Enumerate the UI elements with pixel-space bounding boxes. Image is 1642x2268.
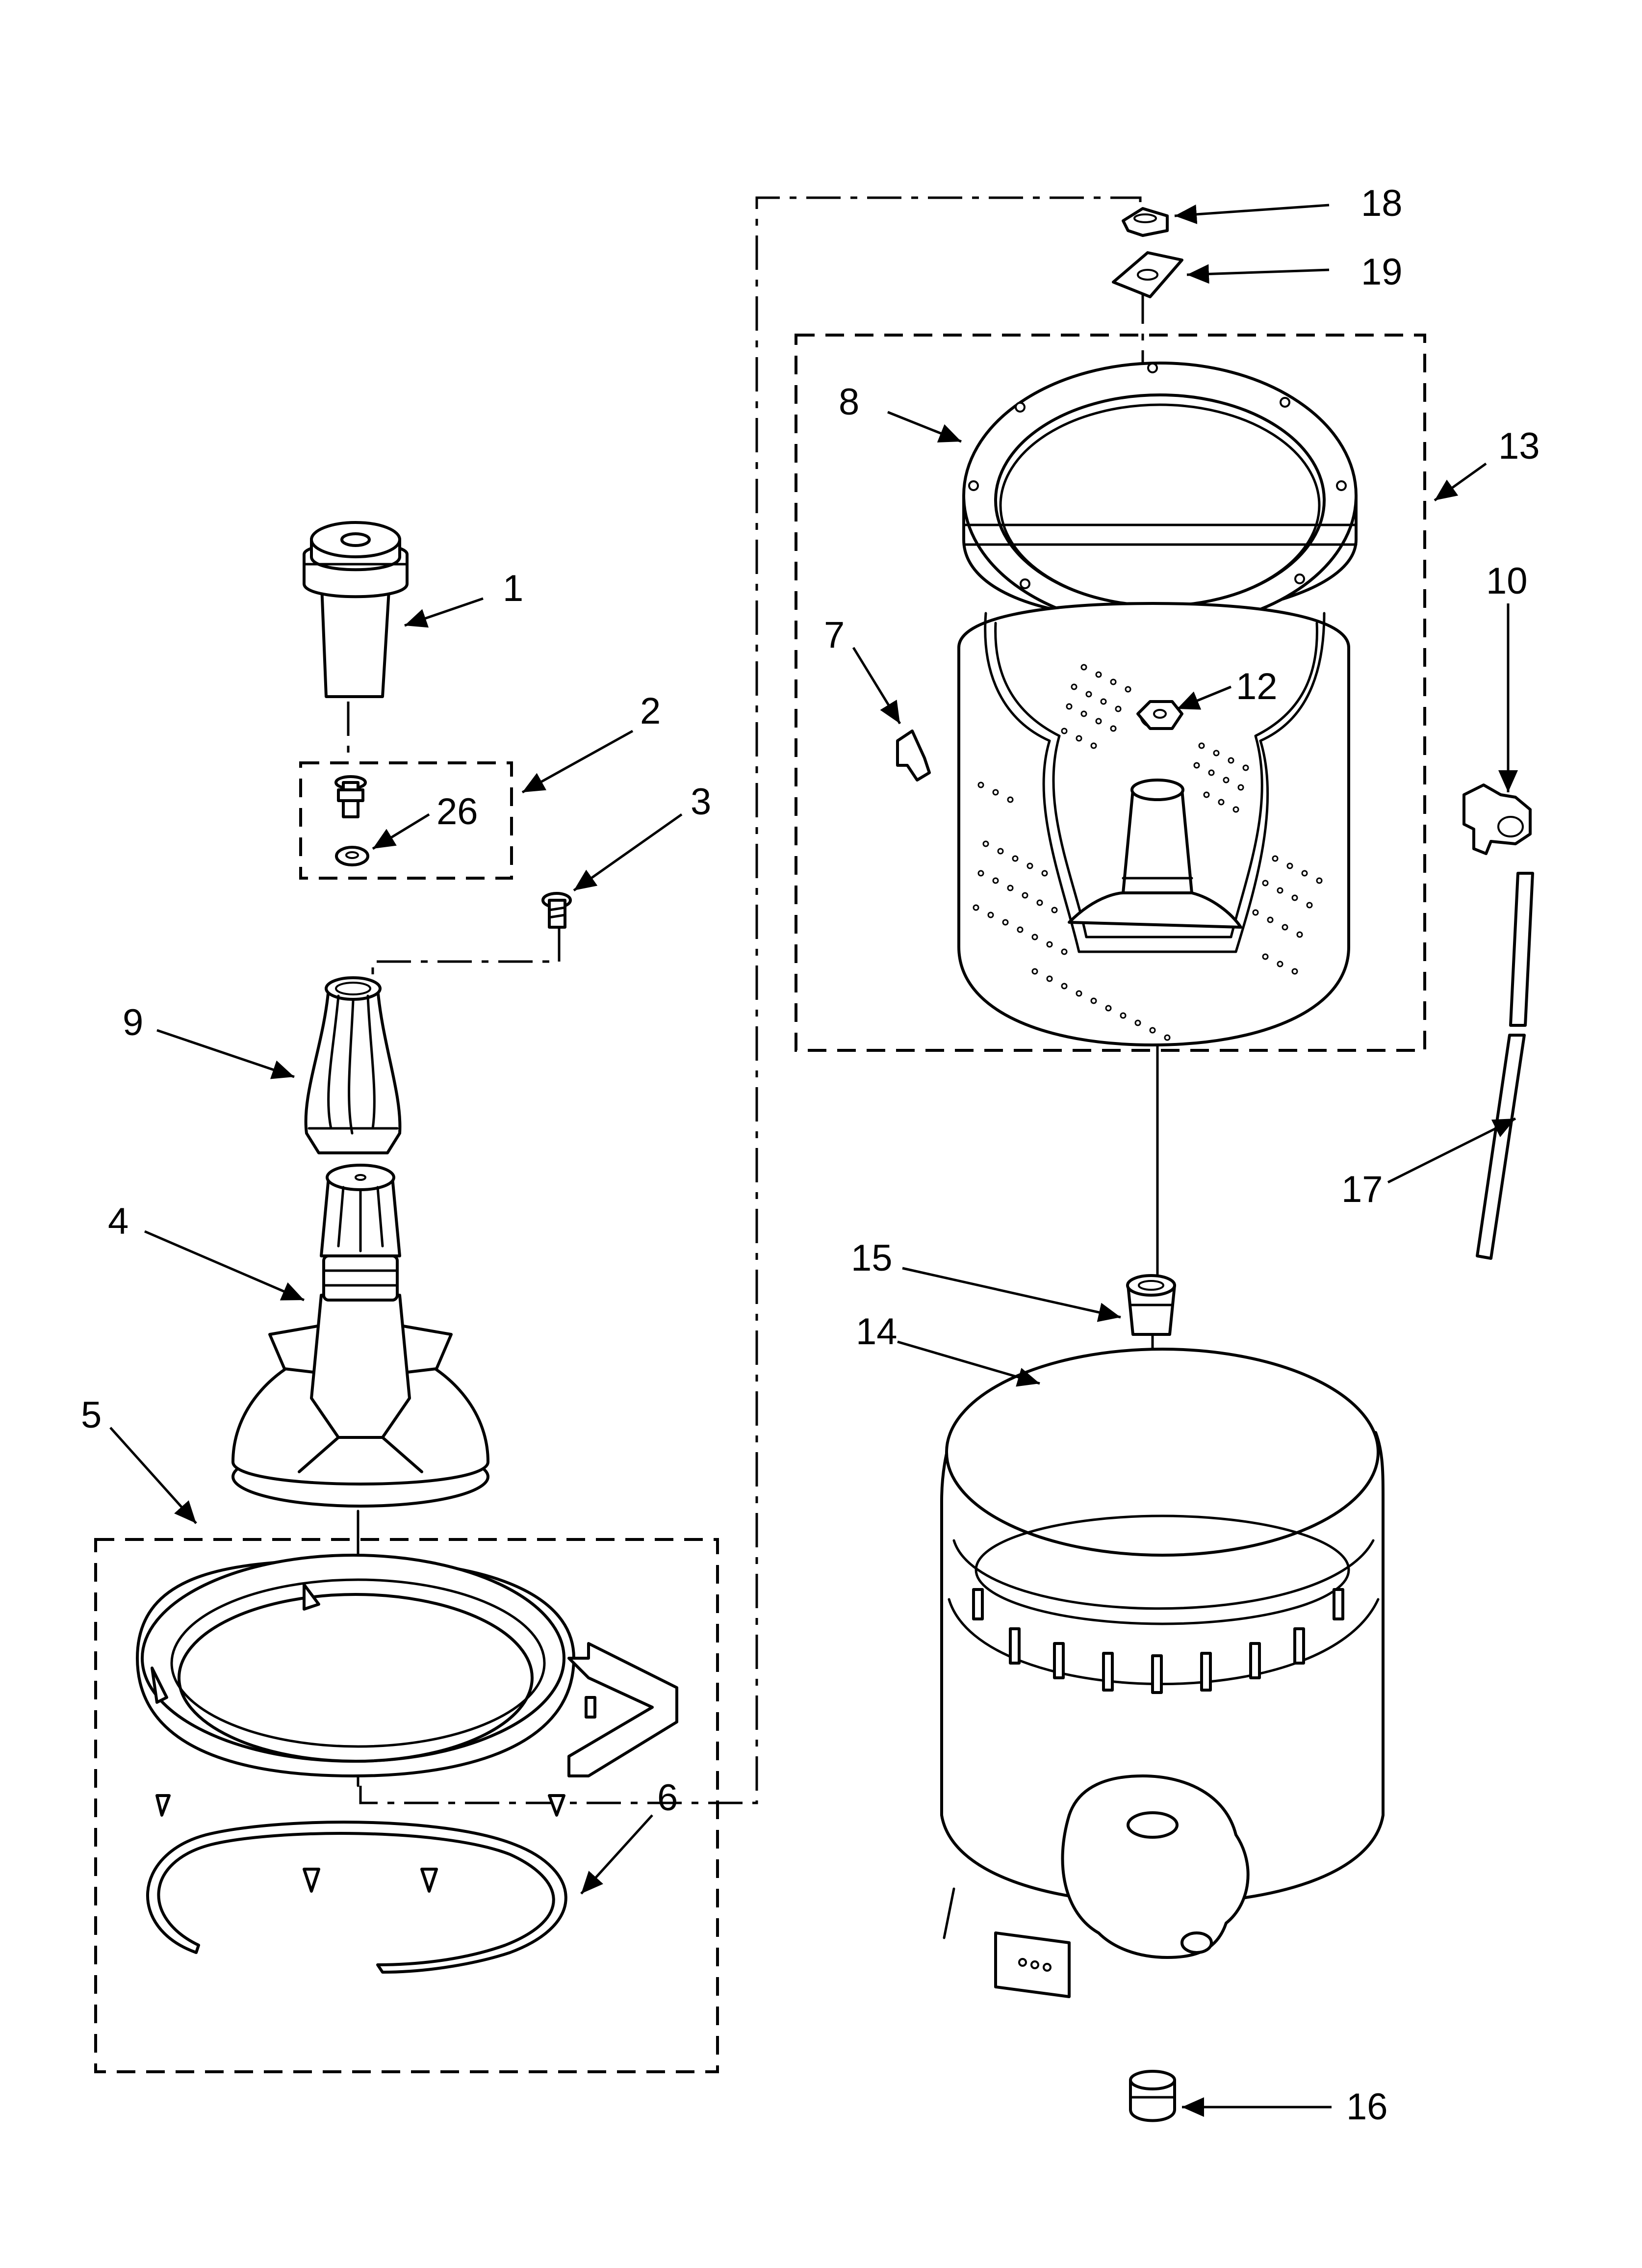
- group-box-5: [94, 1538, 719, 2073]
- callout-16: 16: [1346, 2086, 1388, 2128]
- part-17-hose: [1476, 872, 1534, 1260]
- tub-ribs: [972, 1588, 1344, 1694]
- part-3-screw: [541, 892, 572, 929]
- basket-perforations: [973, 664, 1323, 1041]
- part-8-balance-ring: [962, 362, 1358, 629]
- callout-8: 8: [839, 381, 859, 423]
- part-16-plug: [1129, 2070, 1176, 2122]
- callout-2: 2: [640, 690, 661, 732]
- callout-12: 12: [1236, 666, 1278, 707]
- part-12-nut: [1136, 700, 1183, 730]
- part-7-clip: [896, 730, 931, 782]
- part-4-agitator: [231, 1164, 489, 1508]
- part-18-cap: [1122, 207, 1169, 237]
- part-5-tub-ring: [136, 1554, 678, 1893]
- callout-3: 3: [691, 781, 711, 823]
- callout-4: 4: [108, 1200, 128, 1242]
- group-box-2: [299, 761, 513, 880]
- callout-26: 26: [436, 791, 478, 833]
- callout-1: 1: [503, 568, 523, 609]
- callout-15: 15: [851, 1237, 893, 1279]
- callout-5: 5: [81, 1394, 102, 1436]
- group-boxes: [94, 334, 1426, 2073]
- callout-19: 19: [1361, 251, 1403, 293]
- callout-18: 18: [1361, 182, 1403, 224]
- callout-labels: 1 2 26 3 9 4 5 6 7 8 12 13 10 17 15 14 1…: [81, 182, 1540, 2128]
- part-2-bolt: [334, 775, 369, 866]
- part-15-bushing: [1126, 1274, 1176, 1336]
- leader-arrows: [109, 204, 1518, 2117]
- part-19-plate: [1112, 251, 1183, 298]
- part-13-basket: [957, 602, 1350, 1046]
- callout-7: 7: [824, 614, 845, 656]
- part-14-outer-tub: [940, 1348, 1385, 1998]
- callout-13: 13: [1498, 425, 1540, 467]
- callout-6: 6: [657, 1777, 678, 1819]
- part-10-clamp: [1462, 783, 1532, 855]
- part-1-cap: [303, 521, 409, 698]
- part-6-seal-ring: [146, 1821, 567, 1974]
- group-box-13: [795, 334, 1426, 1052]
- callout-17: 17: [1341, 1169, 1383, 1210]
- callout-10: 10: [1486, 560, 1528, 602]
- callout-14: 14: [856, 1311, 898, 1353]
- callout-9: 9: [123, 1002, 143, 1043]
- part-9-sleeve: [304, 976, 402, 1154]
